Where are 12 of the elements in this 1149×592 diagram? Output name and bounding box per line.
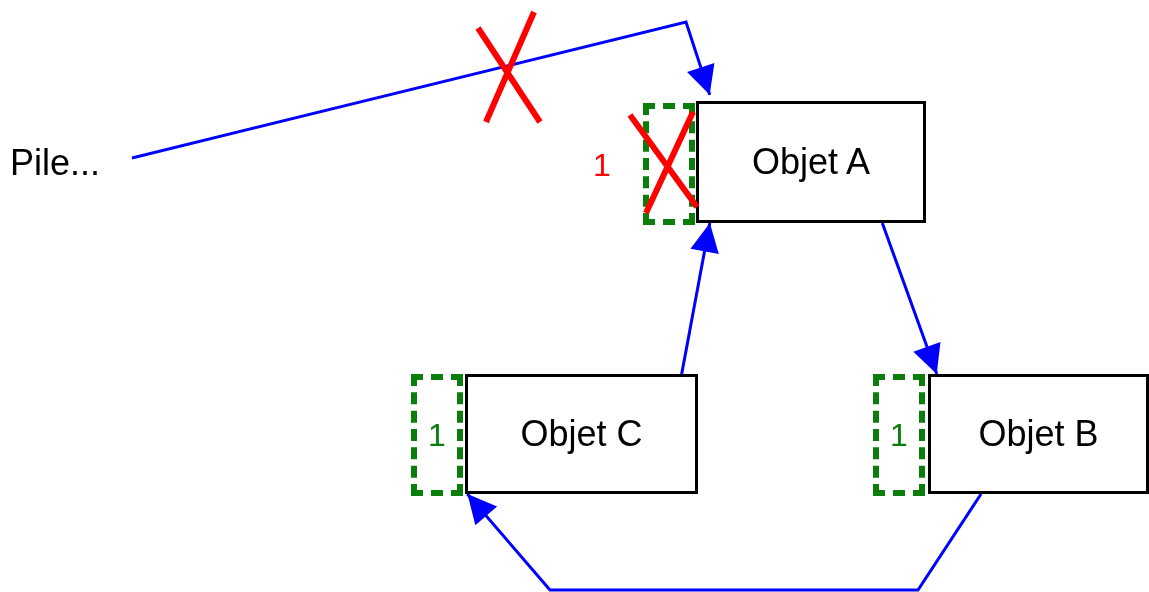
arrow [880,222,941,375]
count-label: 1 [593,147,611,184]
object-box: Objet C [465,374,698,494]
object-box: Objet B [928,374,1149,494]
stack-label: Pile... [10,138,132,188]
reference-counter [643,103,695,225]
object-box: Objet A [696,101,926,223]
reference-counter: 1 [411,374,463,496]
arrow [131,20,715,160]
reference-counter: 1 [873,374,925,496]
arrow [466,493,983,592]
arrow [680,222,719,375]
